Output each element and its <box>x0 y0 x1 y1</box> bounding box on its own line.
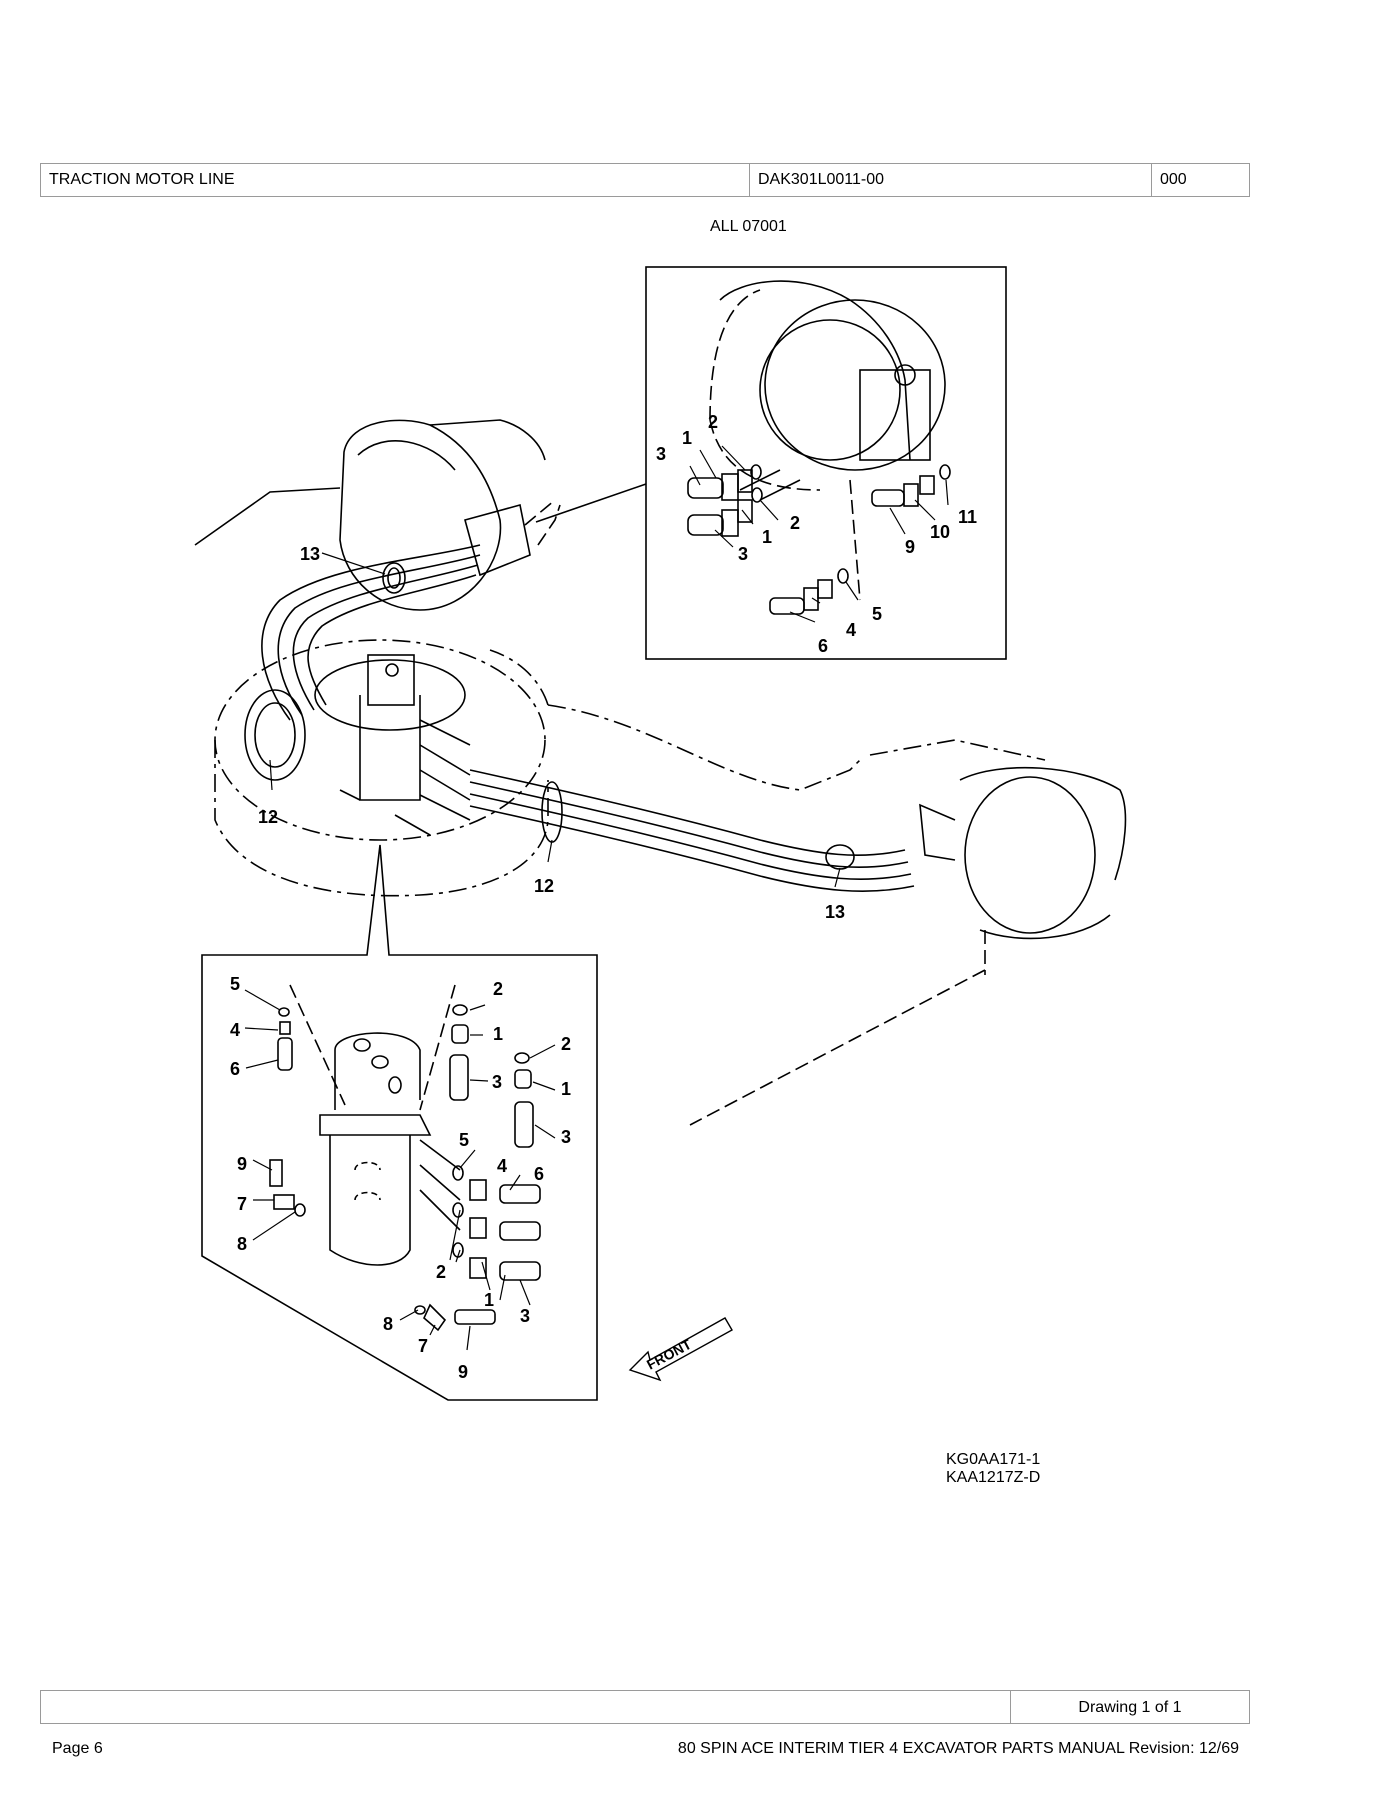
front-arrow-icon <box>628 1317 733 1382</box>
footer-blank-cell <box>41 1691 1011 1723</box>
callout-top-2a: 2 <box>708 412 718 432</box>
callout-bottom-8b: 8 <box>383 1314 393 1334</box>
callout-bottom-5b: 5 <box>459 1130 469 1150</box>
callout-bottom-1c: 1 <box>484 1290 494 1310</box>
leader-lines <box>244 445 949 1351</box>
center-hose-bundle <box>469 769 915 892</box>
callout-bottom-4b: 4 <box>497 1156 507 1176</box>
callout-bottom-4a: 4 <box>230 1020 240 1040</box>
callout-bottom-7a: 7 <box>237 1194 247 1214</box>
bottom-detail-swivel <box>289 984 461 1266</box>
callout-top-2b: 2 <box>790 513 800 533</box>
callout-top-11: 11 <box>958 507 977 527</box>
top-detail-box <box>645 266 1007 660</box>
callout-bottom-6b: 6 <box>534 1164 544 1184</box>
header-title: TRACTION MOTOR LINE <box>41 164 750 196</box>
callout-bottom-3c: 3 <box>520 1306 530 1326</box>
callout-top-10: 10 <box>930 522 950 542</box>
bottom-detail-fittings <box>269 1004 541 1332</box>
header-revision-code: 000 <box>1160 171 1187 188</box>
callout-top-3a: 3 <box>656 444 666 464</box>
callout-top-9: 9 <box>905 537 915 557</box>
header-drawing-code: DAK301L0011-00 <box>750 164 1152 196</box>
image-code-2: KAA1217Z-D <box>946 1469 1041 1486</box>
image-codes: KG0AA171-1 KAA1217Z-D <box>946 1451 1040 1487</box>
callout-bottom-1b: 1 <box>561 1079 571 1099</box>
bottom-detail-box <box>201 844 598 1401</box>
callout-12-left: 12 <box>258 807 278 827</box>
front-label: FRONT <box>644 1336 694 1373</box>
callout-bottom-2b: 2 <box>561 1034 571 1054</box>
callout-bottom-2a: 2 <box>493 979 503 999</box>
callout-bottom-6a: 6 <box>230 1059 240 1079</box>
callout-bottom-5a: 5 <box>230 974 240 994</box>
page-number: Page 6 <box>52 1740 103 1757</box>
callout-bottom-2c: 2 <box>436 1262 446 1282</box>
callout-top-4: 4 <box>846 620 856 640</box>
top-detail-motor <box>709 280 946 601</box>
center-swivel-joint <box>214 639 549 897</box>
callout-bottom-1a: 1 <box>493 1024 503 1044</box>
image-code-1: KG0AA171-1 <box>946 1451 1041 1468</box>
callout-top-1a: 1 <box>682 428 692 448</box>
callout-13-left: 13 <box>300 544 320 564</box>
callout-bottom-3a: 3 <box>492 1072 502 1092</box>
header-table: TRACTION MOTOR LINE DAK301L0011-00 000 <box>40 163 1250 197</box>
callout-top-6: 6 <box>818 636 828 656</box>
callout-12-center: 12 <box>534 876 554 896</box>
callout-bottom-9a: 9 <box>237 1154 247 1174</box>
callout-top-3b: 3 <box>738 544 748 564</box>
left-hose-bundle <box>261 544 481 721</box>
callout-top-5: 5 <box>872 604 882 624</box>
top-detail-fittings <box>687 464 951 615</box>
callout-top-1b: 1 <box>762 527 772 547</box>
manual-title: 80 SPIN ACE INTERIM TIER 4 EXCAVATOR PAR… <box>677 1740 1239 1757</box>
callout-bottom-7b: 7 <box>418 1336 428 1356</box>
left-traction-motor <box>194 419 556 611</box>
right-traction-motor <box>869 739 1127 975</box>
drawing-count: Drawing 1 of 1 <box>1078 1699 1182 1716</box>
footer-table: Drawing 1 of 1 <box>40 1690 1250 1724</box>
applicability-label: ALL 07001 <box>710 218 787 235</box>
callout-13-right: 13 <box>825 902 845 922</box>
callout-bottom-3b: 3 <box>561 1127 571 1147</box>
callout-bottom-8a: 8 <box>237 1234 247 1254</box>
callout-bottom-9b: 9 <box>458 1362 468 1382</box>
